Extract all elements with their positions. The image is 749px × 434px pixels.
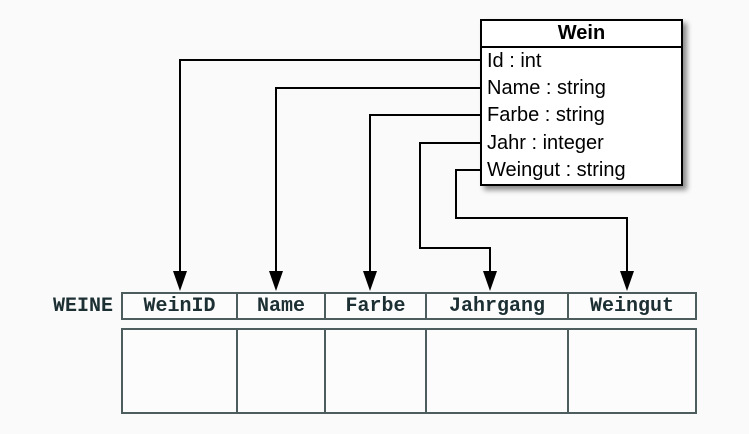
table-body-cell xyxy=(123,330,238,412)
class-attribute-farbe: Farbe : string xyxy=(487,104,605,127)
arrow-name-to-name xyxy=(269,87,482,291)
column-header-weingut: Weingut xyxy=(589,294,674,318)
class-attribute-weingut: Weingut : string xyxy=(487,158,626,181)
table-body-cell xyxy=(427,330,569,412)
class-attribute-name: Name : string xyxy=(487,77,606,100)
column-header-jahrgang: Jahrgang xyxy=(427,294,569,318)
table-header-row: WeinID Name Farbe Jahrgang Weingut xyxy=(121,292,697,320)
arrow-id-to-weinid xyxy=(173,59,482,291)
column-header-farbe: Farbe xyxy=(326,294,427,318)
table-body-row xyxy=(121,328,697,414)
column-header-weinid: WeinID xyxy=(123,294,238,318)
table-body-cell xyxy=(326,330,427,412)
column-header-name: Name xyxy=(238,294,326,318)
class-attribute-id: Id : int xyxy=(487,50,542,72)
table-body-cell xyxy=(238,330,326,412)
table-name-label: WEINE xyxy=(52,294,113,318)
class-attribute-jahr: Jahr : integer xyxy=(487,131,604,154)
arrow-weingut-to-weingut xyxy=(455,169,634,291)
table-body-cell xyxy=(569,330,695,412)
class-title: Wein xyxy=(482,21,681,48)
arrow-jahr-to-jahrgang xyxy=(419,142,497,291)
uml-class-box-wein: Wein Id : int Name : string Farbe : stri… xyxy=(480,19,683,186)
arrow-farbe-to-farbe xyxy=(363,114,482,291)
